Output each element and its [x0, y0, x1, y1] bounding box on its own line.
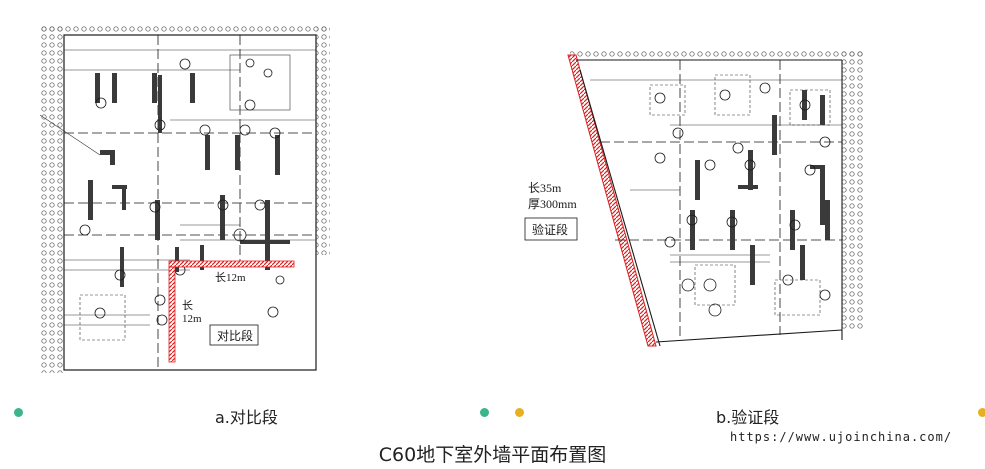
pile-circles-b — [654, 82, 831, 317]
columns-b — [690, 90, 830, 285]
bullet-dot-middle-yellow — [515, 408, 524, 417]
thickness-label-b: 厚300mm — [528, 197, 577, 211]
highlight-wall-horizontal — [168, 260, 295, 268]
soil-hatch-top — [40, 25, 330, 35]
figure-title: C60地下室外墙平面布置图 — [378, 444, 607, 466]
drafting-lines — [40, 49, 316, 341]
caption-a: a.对比段 — [215, 408, 278, 427]
outer-wall — [63, 34, 317, 371]
columns — [88, 73, 290, 287]
drafting-lines-b — [590, 74, 842, 316]
soil-hatch-top-b — [570, 50, 865, 60]
soil-hatch-right-b — [842, 50, 865, 330]
length-label-horizontal: 长12m — [215, 271, 246, 284]
bullet-dot-left — [14, 408, 23, 417]
box-label-frame — [209, 324, 259, 346]
plan-drawing-a: 长12m 长 12m 对比段 — [40, 25, 330, 373]
length-label-vertical-1: 长 — [182, 299, 193, 312]
box-label-b: 验证段 — [532, 222, 568, 237]
highlight-wall-vertical — [168, 266, 176, 363]
caption-b: b.验证段 — [716, 408, 780, 427]
soil-hatch-left — [40, 25, 64, 373]
outer-boundary — [576, 59, 843, 347]
watermark-url[interactable]: https://www.ujoinchina.com/ — [730, 430, 953, 444]
box-label: 对比段 — [217, 328, 253, 343]
length-label-vertical-2: 12m — [182, 313, 202, 325]
plan-drawing-b: 长35m 厚300mm 验证段 — [520, 50, 865, 350]
pile-circles — [79, 58, 285, 326]
length-label-b: 长35m — [528, 181, 562, 195]
highlight-wall-sloped — [567, 54, 657, 347]
bullet-dot-middle-teal — [480, 408, 489, 417]
soil-hatch-right — [316, 25, 330, 255]
grid-lines-b — [600, 60, 842, 340]
bullet-dot-right-yellow — [978, 408, 985, 417]
box-label-frame-b — [524, 217, 578, 241]
